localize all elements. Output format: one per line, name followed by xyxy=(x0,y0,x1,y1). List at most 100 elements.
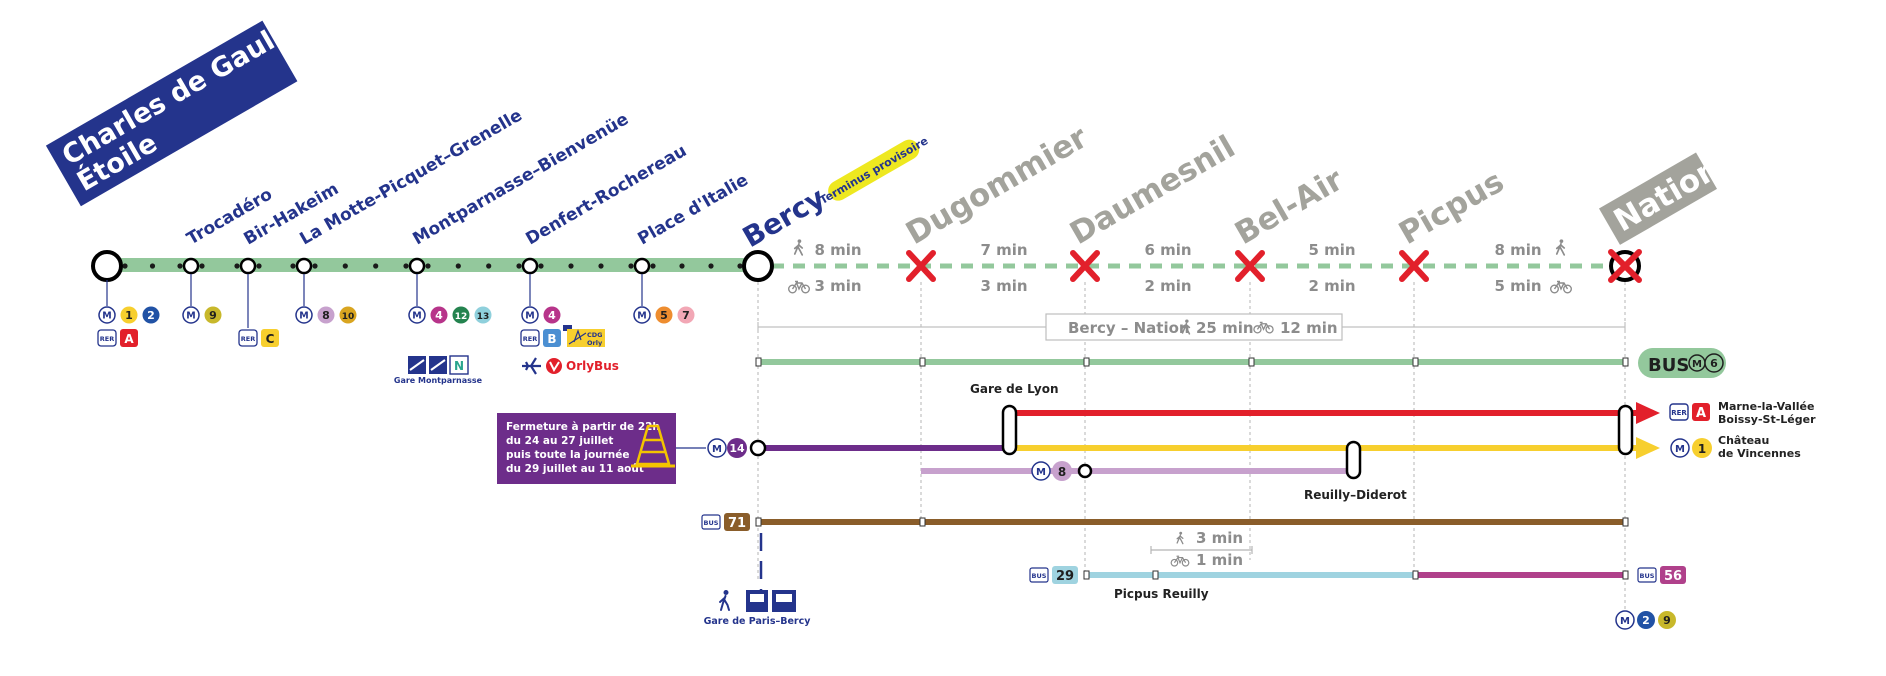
track-dot xyxy=(598,263,604,269)
metro-logo-icon xyxy=(295,306,313,324)
station-charles-de-gaulle-etoile-marker[interactable] xyxy=(91,250,123,282)
svg-text:6 min: 6 min xyxy=(1144,241,1191,259)
line-6-open-section xyxy=(107,258,752,272)
svg-text:3 min: 3 min xyxy=(1196,529,1243,547)
svg-text:25 min: 25 min xyxy=(1196,319,1254,337)
svg-text:Bercy – Nation: Bercy – Nation xyxy=(1068,319,1190,337)
pedestrian-icon xyxy=(719,590,730,611)
svg-text:RER: RER xyxy=(1671,409,1687,417)
svg-text:M: M xyxy=(712,444,722,455)
rer-a-line xyxy=(1009,402,1660,424)
open-stations xyxy=(91,250,774,282)
svg-text:3 min: 3 min xyxy=(980,277,1027,295)
line-m4-badge xyxy=(430,306,448,324)
track-dot xyxy=(538,263,544,269)
rer-logo-icon xyxy=(520,329,540,347)
montparnasse-train-icons: N Gare Montparnasse xyxy=(394,355,483,385)
line-rer_a-label: A xyxy=(124,332,134,346)
line-m10-badge xyxy=(339,306,357,324)
svg-text:8 min: 8 min xyxy=(814,241,861,259)
metro-logo-label: M xyxy=(299,311,308,322)
bike-icon xyxy=(1550,280,1572,294)
track-dot xyxy=(234,263,240,269)
line-m4-badge xyxy=(543,306,561,324)
svg-text:Terminus provisoire: Terminus provisoire xyxy=(818,134,931,207)
line-m13-badge xyxy=(474,306,492,324)
svg-text:2 min: 2 min xyxy=(1144,277,1191,295)
station-denfert-rochereau-marker[interactable] xyxy=(521,257,539,275)
station-name-dugommier: Dugommier xyxy=(900,119,1094,252)
track-dot xyxy=(679,263,685,269)
line-m13-label: 13 xyxy=(477,312,490,322)
metro-logo-icon xyxy=(633,306,651,324)
station-la-motte-picquet-marker[interactable] xyxy=(295,257,313,275)
svg-text:12 min: 12 min xyxy=(1280,319,1338,337)
cross-dugommier-icon xyxy=(906,250,936,282)
line-rer_c-label: C xyxy=(266,332,275,346)
svg-text:BUS: BUS xyxy=(1640,572,1655,580)
station-montparnasse-marker[interactable] xyxy=(408,257,426,275)
metro-logo-icon xyxy=(98,306,116,324)
svg-text:5 min: 5 min xyxy=(1494,277,1541,295)
station-name-la-motte-picquet-grenelle: La Motte-Picquet–Grenelle xyxy=(297,105,526,249)
closed-station-crosses xyxy=(906,250,1429,282)
svg-text:A: A xyxy=(1696,406,1706,421)
line-m4-label: 4 xyxy=(548,309,556,322)
gare-de-bercy-icons: Gare de Paris–Bercy xyxy=(704,590,811,627)
svg-text:2 min: 2 min xyxy=(1308,277,1355,295)
track-dot xyxy=(455,263,461,269)
gare-de-lyon-interchange[interactable] xyxy=(1001,404,1018,456)
svg-text:6: 6 xyxy=(1710,357,1718,370)
track-dot xyxy=(403,263,409,269)
cross-bel-air-icon xyxy=(1235,250,1265,282)
metro-logo-label: M xyxy=(637,311,646,322)
reuilly-diderot-interchange[interactable] xyxy=(1345,440,1362,480)
svg-text:56: 56 xyxy=(1664,569,1682,584)
rer-logo-icon xyxy=(97,329,117,347)
svg-text:7 min: 7 min xyxy=(980,241,1027,259)
nation-interchange[interactable] xyxy=(1617,404,1634,456)
track-dot xyxy=(708,263,714,269)
bercy-m14-station[interactable] xyxy=(749,439,767,457)
track-dot xyxy=(290,263,296,269)
track-dot xyxy=(737,263,743,269)
cross-picpus-icon xyxy=(1399,250,1429,282)
track-dot xyxy=(149,263,156,269)
traffic-cone-icon xyxy=(631,424,675,468)
bus-71-line: BUS 71 xyxy=(701,513,1629,531)
station-trocadero-marker[interactable] xyxy=(182,257,200,275)
track-dot xyxy=(373,263,379,269)
svg-text:BUS: BUS xyxy=(1648,355,1689,376)
track-dot xyxy=(650,263,656,269)
track-dot xyxy=(425,263,431,269)
line-m9-label: 9 xyxy=(209,309,217,322)
line-rer_c-badge xyxy=(261,329,279,347)
svg-text:14: 14 xyxy=(729,442,745,455)
station-bir-hakeim-marker[interactable] xyxy=(239,257,257,275)
bus-29-56-line: BUS 29 BUS 56 xyxy=(1029,566,1686,584)
line-m9-badge xyxy=(204,306,222,324)
track-dot xyxy=(312,263,318,269)
picpus-reuilly-transfer: 3 min 1 min xyxy=(1150,529,1253,569)
station-name-place-d-italie: Place d'Italie xyxy=(635,170,752,249)
svg-text:9: 9 xyxy=(1663,614,1671,627)
station-place-d-italie-marker[interactable] xyxy=(633,257,651,275)
station-bercy-marker[interactable] xyxy=(742,250,774,282)
walk-icon xyxy=(1176,531,1184,545)
track-dot xyxy=(568,263,574,269)
track-dot xyxy=(342,263,348,269)
svg-text:M: M xyxy=(1692,359,1702,370)
svg-text:M: M xyxy=(1620,616,1630,627)
track-dots xyxy=(122,263,743,269)
nation-closed-marker xyxy=(1608,249,1642,283)
terminus-provisoire-badge: Terminus provisoire xyxy=(818,134,931,207)
metro-14-badge: M 14 xyxy=(707,438,747,458)
charles-de-gaulle-label-box: Charles de GaulleÉtoile xyxy=(45,11,304,207)
daumesnil-m8-station[interactable] xyxy=(1077,463,1093,479)
segment-times: 8 min 3 min 7 min 3 min 6 min 2 min 5 mi… xyxy=(788,239,1572,295)
